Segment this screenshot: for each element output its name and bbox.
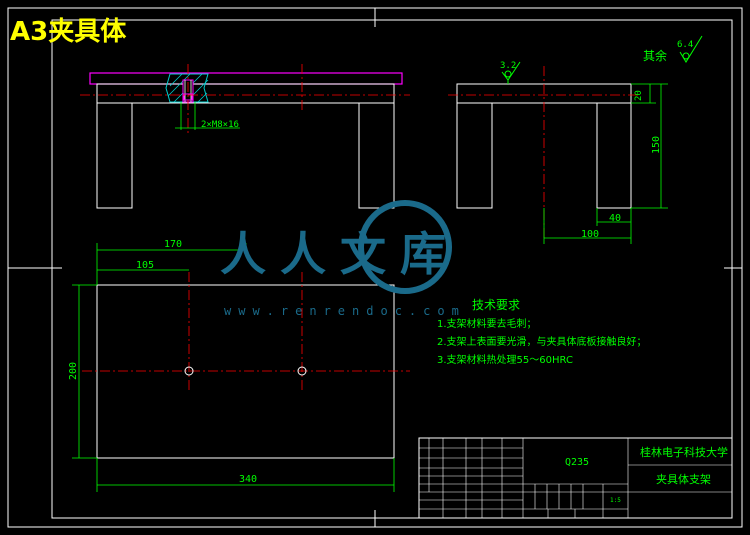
scale: 1:5 (610, 497, 621, 504)
title-block: Q235 桂林电子科技大学 夹具体支架 1:5 (418, 437, 733, 519)
side-leg-left (456, 102, 493, 209)
dim-100: 100 (581, 229, 599, 240)
roughness-face: 3.2 (500, 61, 516, 71)
dim-200: 200 (68, 362, 79, 380)
support-top (96, 83, 395, 104)
section-hatch (165, 73, 209, 103)
hole-right (297, 366, 307, 376)
side-view: 20 150 40 100 (448, 66, 668, 244)
top-outline (96, 284, 395, 459)
dim-20: 20 (634, 90, 644, 101)
support-leg-right (358, 102, 395, 209)
title-block-grid (419, 438, 732, 518)
dim-340: 340 (239, 474, 257, 485)
tech-item-2: 2.支架上表面要光滑，与夹具体底板接触良好； (437, 335, 647, 348)
side-leg-right (596, 102, 632, 209)
base-plate (89, 72, 403, 85)
roughness-general-label: 其余 (643, 48, 667, 63)
dim-170: 170 (164, 239, 182, 250)
dim-150: 150 (651, 136, 662, 154)
dim-105: 105 (136, 260, 154, 271)
hole-left (184, 366, 194, 376)
tech-item-1: 1.支架材料要去毛刺； (437, 317, 537, 330)
thread-dimension: 2×M8×16 (201, 120, 239, 130)
centering-marks (8, 8, 742, 527)
top-view: 170 105 200 340 (68, 239, 410, 492)
dim-40: 40 (609, 213, 621, 224)
top-dim-lines (72, 243, 395, 492)
material: Q235 (565, 457, 589, 468)
front-view: 2×M8×16 (80, 64, 410, 209)
technical-requirements: 技术要求 1.支架材料要去毛刺； 2.支架上表面要光滑，与夹具体底板接触良好； … (437, 298, 647, 366)
inner-border (51, 19, 733, 519)
watermark: 人人文库 www.renrendoc.com (220, 200, 466, 318)
support-leg-left (96, 102, 133, 209)
part-name: 夹具体支架 (656, 472, 711, 486)
side-dim-lines (543, 83, 668, 244)
watermark-text: 人人文库 (220, 227, 460, 281)
university: 桂林电子科技大学 (640, 445, 728, 459)
sheet-header: A3夹具体 (10, 17, 127, 47)
tech-item-3: 3.支架材料热处理55～60HRC (437, 353, 573, 366)
tech-title: 技术要求 (472, 298, 520, 312)
roughness-general-value: 6.4 (677, 40, 693, 50)
title-block-border (418, 437, 733, 519)
roughness-symbols (501, 35, 703, 84)
top-centerlines (82, 272, 410, 390)
thread-dim-lines (175, 102, 240, 130)
front-centerlines (80, 64, 410, 134)
watermark-url: www.renrendoc.com (224, 304, 466, 318)
